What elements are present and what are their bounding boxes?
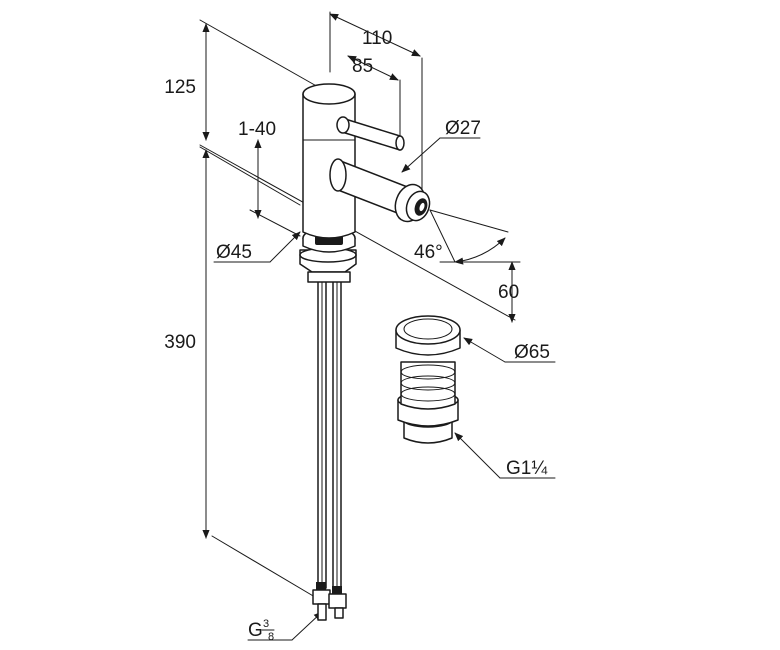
pop-up-waste: [395, 315, 461, 444]
lever-handle: [336, 116, 405, 151]
dimension-label-supply-thread: G 3 8: [248, 618, 275, 643]
dimension-label-110: 110: [362, 28, 392, 49]
dimension-label-1-40: 1-40: [238, 119, 276, 140]
dimension-label-body-diameter: Ø45: [216, 242, 252, 263]
supply-thread-denominator: 8: [268, 631, 274, 643]
spout-aerator: [394, 183, 431, 223]
dimension-label-390: 390: [164, 332, 196, 353]
mixer-tap: [299, 83, 431, 621]
dimension-label-125: 125: [164, 77, 196, 98]
dimension-label-85: 85: [352, 56, 373, 77]
tap-body: [302, 83, 356, 239]
dimension-label-waste-diameter: Ø65: [514, 342, 550, 363]
supply-hoses: [317, 277, 342, 589]
dimension-label-60: 60: [498, 282, 519, 303]
dimension-labels: 110 85 125 1-40 Ø27 Ø45 46° 60 390 Ø65 G…: [164, 28, 550, 643]
hose-connectors: [312, 582, 347, 621]
dimension-label-waste-thread: G1¼: [506, 458, 548, 479]
supply-thread-prefix: G: [248, 620, 263, 641]
dimension-label-spout-diameter: Ø27: [445, 118, 481, 139]
supply-thread-numerator: 3: [263, 618, 269, 630]
dimension-lines: [199, 11, 556, 641]
dimension-label-angle: 46°: [414, 242, 443, 263]
mounting-fixing: [299, 227, 357, 283]
